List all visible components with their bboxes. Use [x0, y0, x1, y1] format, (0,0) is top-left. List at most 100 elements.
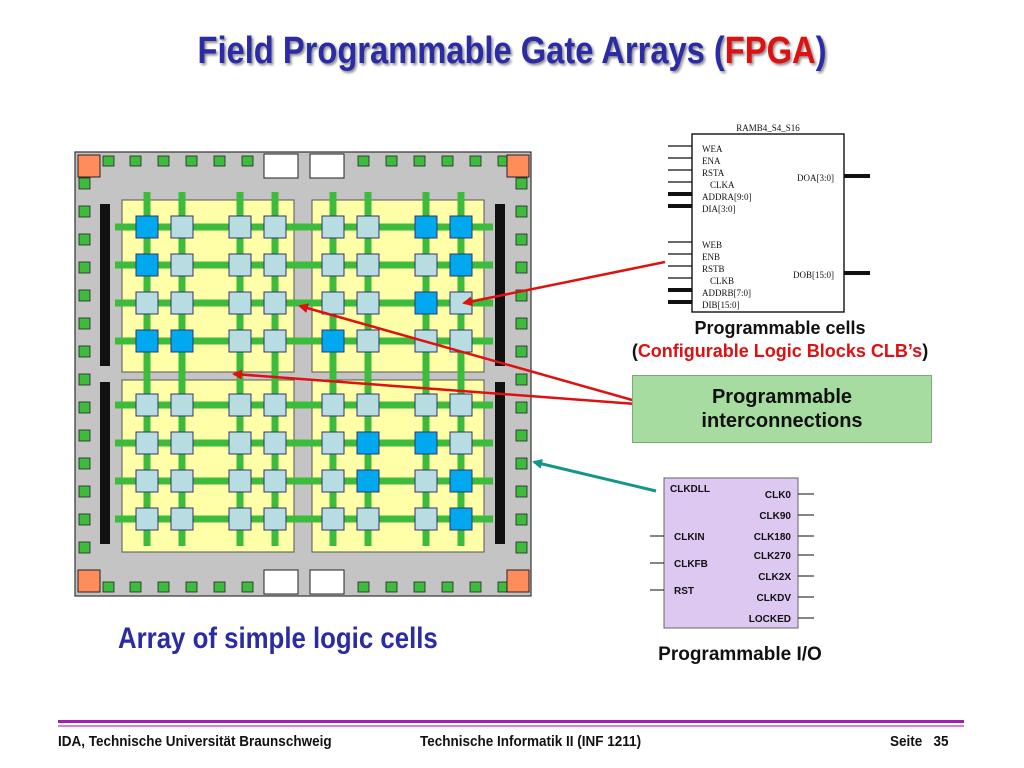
- footer-rule: [58, 720, 964, 723]
- routing-wire-h: [115, 299, 493, 307]
- logic-cell: [263, 393, 287, 417]
- clb-caption-title: Programmable cells: [694, 318, 866, 338]
- ramb-port-b-labels: WEB ENB RSTB CLKB ADDRB[7:0] DIB[15:0] D…: [702, 240, 834, 310]
- logic-cell: [414, 215, 438, 239]
- logic-cell: [356, 329, 380, 353]
- io-bank-bar: [100, 204, 110, 366]
- clkdll-block-diagram: CLKDLL CLKIN CLKFB RST CLK0 CLK90 CLK180…: [650, 477, 814, 629]
- clkdll-input-label: CLKFB: [674, 559, 708, 570]
- routing-wire-h: [115, 223, 493, 231]
- logic-cell: [170, 329, 194, 353]
- ramb-pin-label: RSTB: [702, 264, 725, 274]
- clkdll-output-label: CLK0: [765, 490, 792, 501]
- routing-wire-v: [143, 192, 151, 546]
- logic-cell: [449, 215, 473, 239]
- logic-cell: [263, 329, 287, 353]
- io-pad-bottom: [102, 581, 115, 593]
- title-main: Field Programmable Gate Arrays (: [197, 30, 725, 72]
- io-pad-top: [385, 155, 398, 167]
- io-pad-left: [78, 401, 91, 414]
- io-pad-right: [515, 513, 528, 526]
- footer-page-number: 35: [933, 733, 949, 750]
- logic-cell: [135, 469, 159, 493]
- logic-cell: [356, 431, 380, 455]
- io-pad-right: [515, 401, 528, 414]
- logic-cell: [263, 215, 287, 239]
- ramb-block-diagram: RAMB4_S4_S16 WEA ENA RSTA CLKA ADDRA[9:0…: [668, 123, 870, 313]
- annotation-arrows: [232, 260, 666, 493]
- io-pad-bottom: [241, 581, 254, 593]
- ramb-pin-label: DOA[3:0]: [797, 173, 834, 183]
- io-pad-bottom: [129, 581, 142, 593]
- io-pad-top: [441, 155, 454, 167]
- clock-block: [263, 569, 299, 595]
- routing-wire-h: [115, 515, 493, 523]
- ramb-pin-label: CLKA: [710, 180, 735, 190]
- ramb-pin-label: DOB[15:0]: [793, 270, 834, 280]
- ramb-pin-label: ENA: [702, 156, 721, 166]
- routing-wire-v: [422, 192, 430, 546]
- logic-cell: [356, 507, 380, 531]
- logic-cell: [321, 215, 345, 239]
- io-pad-left: [78, 513, 91, 526]
- title-accent: FPGA: [724, 30, 816, 72]
- logic-cell: [321, 253, 345, 277]
- logic-cell: [170, 469, 194, 493]
- io-pad-top: [241, 155, 254, 167]
- io-pad-left: [78, 373, 91, 386]
- logic-cell: [135, 291, 159, 315]
- io-pad-right: [515, 345, 528, 358]
- routing-wire-h: [115, 401, 493, 409]
- footer-page: Seite 35: [890, 733, 949, 750]
- routing-wire-h: [115, 477, 493, 485]
- io-pad-left: [78, 541, 91, 554]
- corner-block: [506, 569, 530, 593]
- io-pad-right: [515, 317, 528, 330]
- logic-cell: [170, 431, 194, 455]
- io-pad-left: [78, 177, 91, 190]
- io-pad-right: [515, 429, 528, 442]
- io-pad-left: [78, 205, 91, 218]
- arrow-to-interconnect: [298, 303, 651, 407]
- logic-cell: [170, 291, 194, 315]
- routing-wire-v: [364, 192, 372, 546]
- ramb-pins: [668, 145, 870, 304]
- io-bank-bar: [495, 204, 505, 366]
- interconnect-line2: interconnections: [701, 410, 863, 432]
- io-pad-left: [78, 317, 91, 330]
- clkdll-input-label: CLKIN: [674, 532, 705, 543]
- io-pad-right: [515, 541, 528, 554]
- logic-cell: [356, 291, 380, 315]
- clkdll-body: [663, 477, 799, 629]
- logic-cell: [321, 291, 345, 315]
- logic-cell: [228, 507, 252, 531]
- clkdll-output-label: LOCKED: [749, 614, 791, 625]
- ramb-pin-label: RSTA: [702, 168, 725, 178]
- io-bank-bar: [100, 382, 110, 544]
- io-bank-bar: [495, 382, 505, 544]
- io-pad-left: [78, 429, 91, 442]
- footer-page-label: Seite: [890, 733, 923, 750]
- io-pad-top: [185, 155, 198, 167]
- fpga-chip: [74, 151, 532, 597]
- io-pad-top: [129, 155, 142, 167]
- clkdll-output-label: CLK2X: [758, 572, 791, 583]
- ramb-pin-label: ENB: [702, 252, 720, 262]
- io-pad-bottom: [413, 581, 426, 593]
- io-pad-bottom: [385, 581, 398, 593]
- io-pad-bottom: [357, 581, 370, 593]
- clb-caption-open: (: [631, 341, 638, 361]
- logic-cell: [170, 215, 194, 239]
- logic-cell: [414, 393, 438, 417]
- routing-wire-h: [115, 261, 493, 269]
- io-pad-right: [515, 373, 528, 386]
- routing-wire-v: [178, 192, 186, 546]
- io-pad-bottom: [441, 581, 454, 593]
- logic-cell: [170, 393, 194, 417]
- clkdll-output-label: CLK90: [759, 511, 791, 522]
- clock-block: [309, 153, 345, 179]
- logic-cell: [228, 431, 252, 455]
- logic-cell: [135, 431, 159, 455]
- ramb-body: [691, 133, 845, 313]
